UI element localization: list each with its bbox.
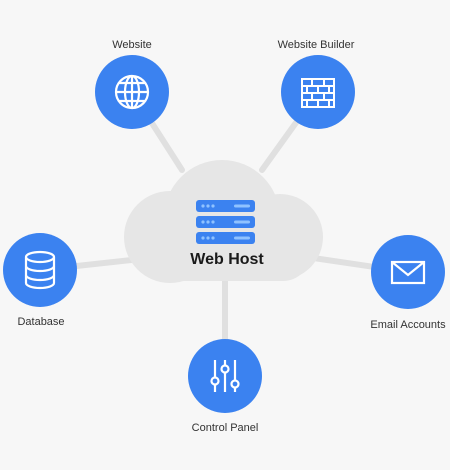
database-icon	[24, 250, 56, 290]
node-label-email-accounts: Email Accounts	[370, 319, 446, 331]
brick-wall-icon	[301, 78, 335, 108]
node-website	[95, 55, 169, 129]
node-website-builder	[281, 55, 355, 129]
globe-icon	[114, 74, 150, 110]
node-database	[3, 233, 77, 307]
web-host-cloud	[124, 160, 323, 283]
hub-label: Web Host	[190, 251, 264, 268]
node-email-accounts	[371, 235, 445, 309]
node-label-database: Database	[17, 316, 65, 328]
node-label-control-panel: Control Panel	[191, 422, 259, 434]
node-control-panel	[188, 339, 262, 413]
envelope-icon	[390, 260, 426, 285]
sliders-icon	[210, 360, 240, 392]
node-label-website-builder: Website Builder	[277, 39, 355, 51]
node-label-website: Website	[112, 39, 152, 51]
server-stack-icon	[196, 200, 255, 244]
